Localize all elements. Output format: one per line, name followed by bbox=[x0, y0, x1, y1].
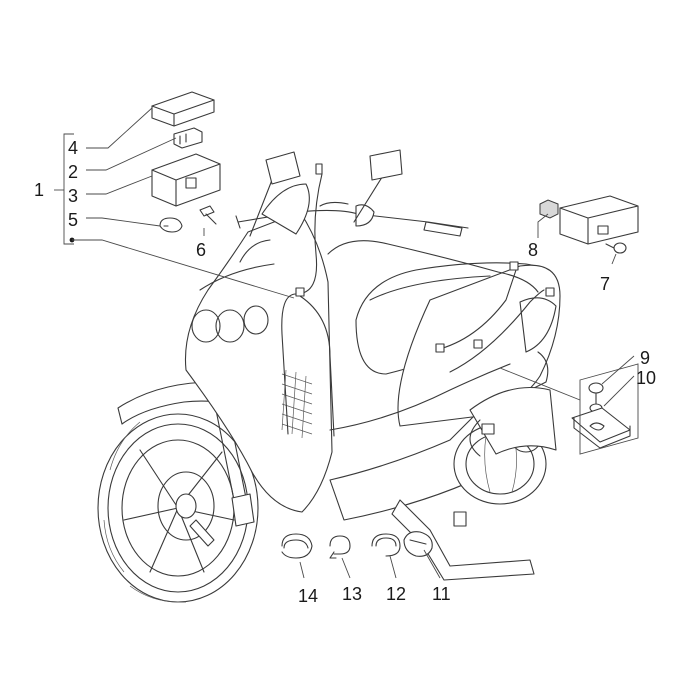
callout-5: 5 bbox=[68, 210, 78, 230]
callout-4: 4 bbox=[68, 138, 78, 158]
callout-11: 11 bbox=[432, 584, 451, 604]
front-body bbox=[184, 211, 333, 513]
part-8-bracket bbox=[539, 199, 559, 219]
front-wheel bbox=[97, 413, 259, 603]
part-14-clamp bbox=[281, 533, 313, 559]
callout-6: 6 bbox=[196, 240, 206, 260]
callout-7: 7 bbox=[600, 274, 610, 294]
callout-9: 9 bbox=[640, 348, 650, 368]
wiring-harness bbox=[281, 163, 555, 437]
callout-13: 13 bbox=[342, 584, 362, 604]
callout-14: 14 bbox=[298, 586, 318, 606]
mounting-bracket bbox=[571, 407, 631, 449]
callout-10: 10 bbox=[636, 368, 656, 388]
callout-2: 2 bbox=[68, 162, 78, 182]
part-5-clip bbox=[159, 217, 183, 233]
rear-wheel bbox=[453, 387, 557, 505]
part-4-cover bbox=[151, 91, 215, 127]
callout-3: 3 bbox=[68, 186, 78, 206]
part-2-connector bbox=[173, 127, 203, 149]
part-12-clamp bbox=[371, 533, 401, 557]
leader-lines bbox=[54, 107, 639, 579]
scooter-illustration bbox=[97, 149, 561, 603]
part-9-bolt bbox=[588, 382, 604, 406]
part-3-box bbox=[151, 153, 221, 207]
battery-box bbox=[559, 195, 639, 245]
callout-12: 12 bbox=[386, 584, 406, 604]
part-13-clamp bbox=[329, 535, 351, 559]
part-11-clamp bbox=[403, 531, 433, 557]
callout-labels: 1 4 2 3 5 6 8 7 9 10 14 13 12 11 bbox=[34, 138, 656, 606]
handlebars bbox=[235, 149, 469, 237]
callout-1: 1 bbox=[34, 180, 44, 200]
part-6-screw bbox=[199, 205, 217, 225]
part-7-screw bbox=[605, 242, 627, 254]
callout-8: 8 bbox=[528, 240, 538, 260]
